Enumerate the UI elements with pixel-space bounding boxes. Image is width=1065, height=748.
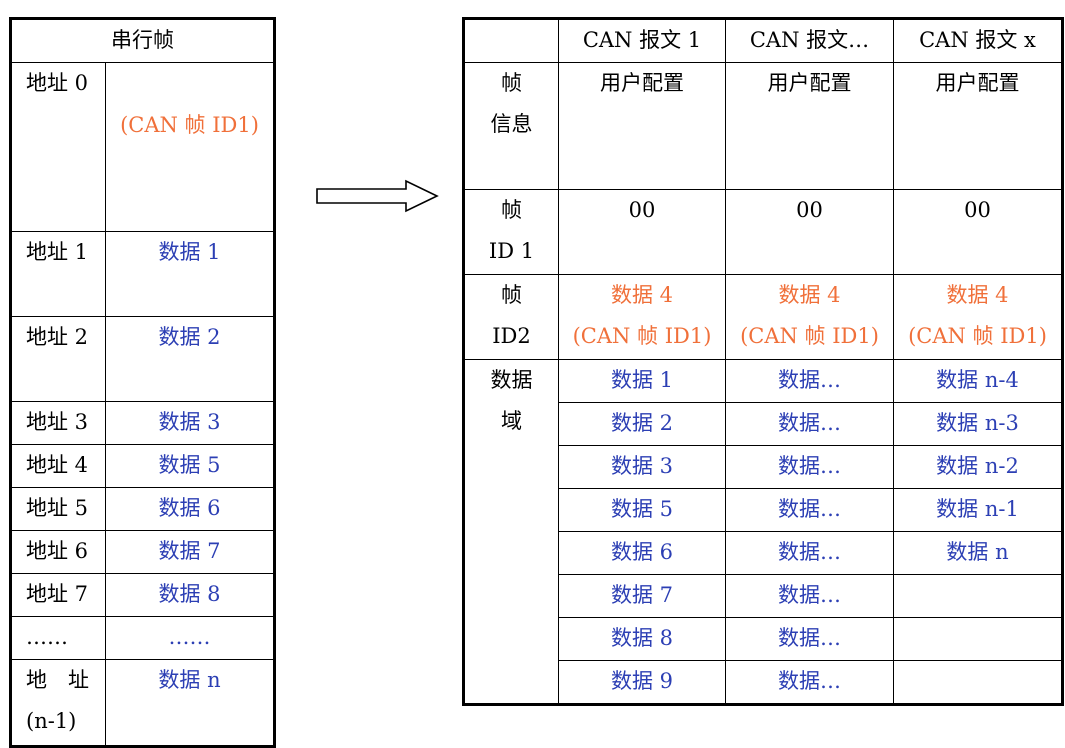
- data-cell: 数据…: [725, 531, 894, 575]
- data-cell: 数据 5: [558, 488, 726, 532]
- address-cell: 地址 2: [10, 316, 106, 402]
- data-cell: 数据 n-2: [893, 445, 1063, 489]
- row-label-frame-id1: 帧 ID 1: [463, 189, 559, 275]
- column-header: CAN 报文 1: [558, 18, 726, 63]
- address-cell: 地址 7: [10, 573, 106, 617]
- column-header: CAN 报文…: [725, 18, 894, 63]
- data-cell: 数据 3: [558, 445, 726, 489]
- value-cell: 数据 7: [105, 530, 275, 574]
- label-line: 信息: [490, 112, 533, 136]
- data-cell: 数据 n: [893, 531, 1063, 575]
- data-cell: 数据 6: [558, 531, 726, 575]
- value-cell: (CAN 帧 ID1): [105, 62, 275, 232]
- data-cell: [893, 617, 1063, 661]
- label-line: 数据: [490, 368, 533, 392]
- value-cell: 数据 3: [105, 401, 275, 445]
- data-cell: 数据…: [725, 617, 894, 661]
- address-line: (n-1): [26, 709, 77, 733]
- data-cell: 数据 n-4: [893, 359, 1063, 403]
- right-arrow-icon: [316, 179, 439, 213]
- data-cell: 数据 n-3: [893, 402, 1063, 446]
- data-cell: 数据…: [725, 660, 894, 705]
- label-line: ID2: [492, 324, 531, 348]
- value-cell: 数据 5: [105, 444, 275, 488]
- serial-frame-table: 串行帧 地址 0 (CAN 帧 ID1) 地址 1 数据 1 地址 2 数据 2…: [9, 17, 276, 748]
- data-cell: 数据…: [725, 445, 894, 489]
- frame-id2-line: (CAN 帧 ID1): [908, 324, 1047, 348]
- frame-info-cell: 用户配置: [558, 62, 726, 190]
- frame-id2-line: 数据 4: [610, 283, 674, 307]
- address-cell: 地址 4: [10, 444, 106, 488]
- data-cell: 数据 9: [558, 660, 726, 705]
- address-cell: 地址 1: [10, 231, 106, 317]
- data-cell: 数据 1: [558, 359, 726, 403]
- address-cell: ……: [10, 616, 106, 660]
- value-cell: 数据 8: [105, 573, 275, 617]
- data-cell: 数据 n-1: [893, 488, 1063, 532]
- value-cell: 数据 n: [105, 659, 275, 747]
- label-line: ID 1: [488, 239, 535, 263]
- frame-id2-cell: 数据 4 (CAN 帧 ID1): [558, 274, 726, 360]
- label-line: 域: [501, 409, 522, 433]
- address-cell: 地址 0: [10, 62, 106, 232]
- data-cell: 数据…: [725, 359, 894, 403]
- corner-cell: [463, 18, 559, 63]
- data-cell: [893, 574, 1063, 618]
- data-cell: 数据 7: [558, 574, 726, 618]
- frame-id2-line: 数据 4: [946, 283, 1009, 307]
- can-message-table: CAN 报文 1 CAN 报文… CAN 报文 x 帧 信息 用户配置 用户配置…: [462, 17, 1064, 706]
- data-cell: 数据…: [725, 488, 894, 532]
- address-line: 地 址: [26, 668, 89, 692]
- frame-id2-line: (CAN 帧 ID1): [740, 324, 879, 348]
- row-label-frame-info: 帧 信息: [463, 62, 559, 190]
- label-line: 帧: [501, 71, 522, 95]
- frame-id1-cell: 00: [893, 189, 1063, 275]
- data-cell: 数据…: [725, 574, 894, 618]
- frame-id1-cell: 00: [725, 189, 894, 275]
- data-cell: 数据 2: [558, 402, 726, 446]
- label-line: 帧: [501, 198, 522, 222]
- label-line: 帧: [501, 283, 522, 307]
- data-cell: 数据 8: [558, 617, 726, 661]
- frame-id2-line: 数据 4: [778, 283, 841, 307]
- address-cell: 地址 5: [10, 487, 106, 531]
- column-header: CAN 报文 x: [893, 18, 1063, 63]
- value-cell: ……: [105, 616, 275, 660]
- frame-id2-cell: 数据 4 (CAN 帧 ID1): [725, 274, 894, 360]
- address-cell: 地 址 (n-1): [10, 659, 106, 747]
- frame-id2-cell: 数据 4 (CAN 帧 ID1): [893, 274, 1063, 360]
- value-cell: 数据 2: [105, 316, 275, 402]
- row-label-frame-id2: 帧 ID2: [463, 274, 559, 360]
- frame-id2-line: (CAN 帧 ID1): [572, 324, 712, 348]
- frame-id1-cell: 00: [558, 189, 726, 275]
- value-cell: 数据 6: [105, 487, 275, 531]
- address-cell: 地址 3: [10, 401, 106, 445]
- data-cell: 数据…: [725, 402, 894, 446]
- address-cell: 地址 6: [10, 530, 106, 574]
- data-cell: [893, 660, 1063, 705]
- row-label-data-field: 数据 域: [463, 359, 559, 705]
- frame-info-cell: 用户配置: [893, 62, 1063, 190]
- frame-info-cell: 用户配置: [725, 62, 894, 190]
- serial-frame-header: 串行帧: [10, 18, 275, 63]
- value-cell: 数据 1: [105, 231, 275, 317]
